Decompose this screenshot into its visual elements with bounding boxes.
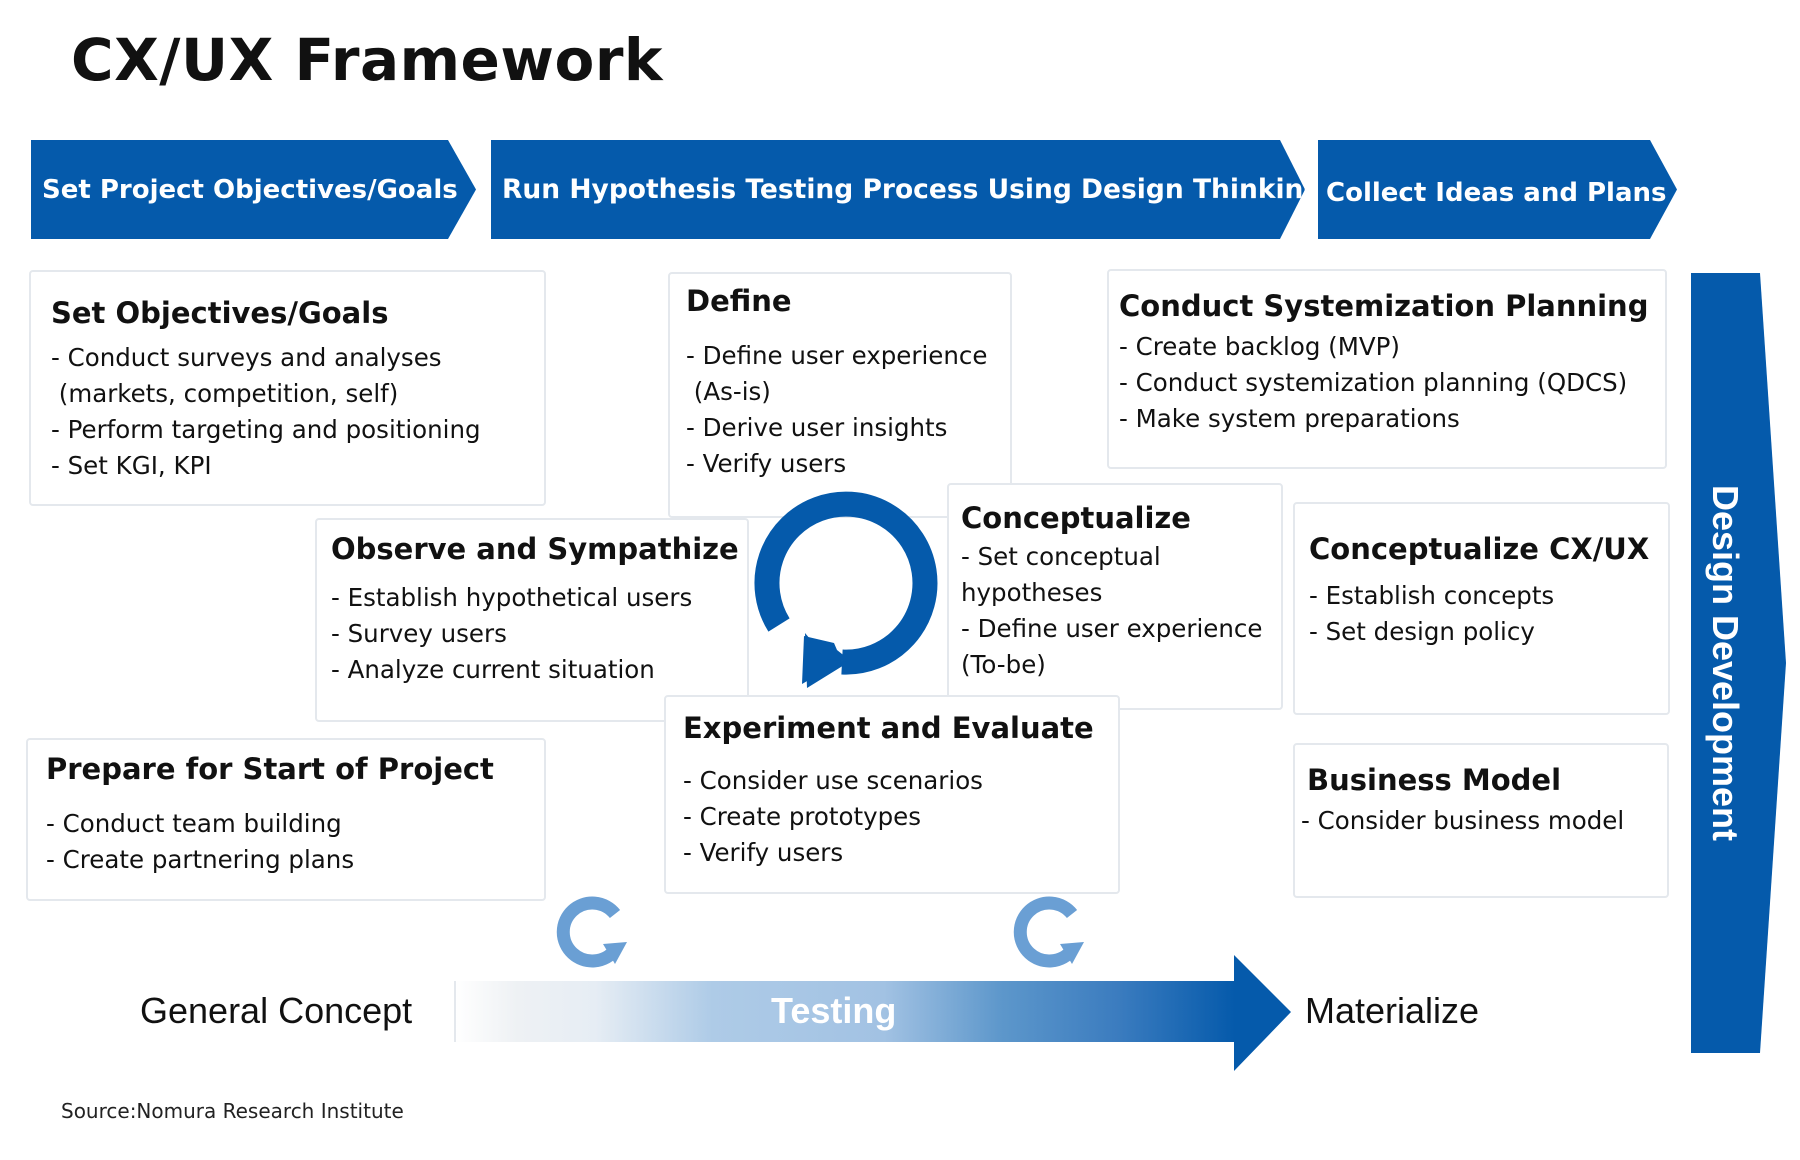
box-title: Define xyxy=(686,284,792,318)
source-note: Source:Nomura Research Institute xyxy=(61,1099,404,1123)
general-concept-label: General Concept xyxy=(140,990,413,1031)
list-item: (markets, competition, self) xyxy=(51,379,399,408)
box-title: Conceptualize xyxy=(961,501,1191,535)
box-title: Prepare for Start of Project xyxy=(46,752,494,786)
box-conceptualize-cxux: Conceptualize CX/UX - Establish concepts… xyxy=(1293,502,1670,715)
list-item: - Verify users xyxy=(686,449,847,478)
box-title: Conceptualize CX/UX xyxy=(1309,532,1650,566)
design-development-label: Design Development xyxy=(1705,484,1746,842)
list-item: - Conduct team building xyxy=(46,809,342,838)
phase-label: Run Hypothesis Testing Process Using Des… xyxy=(502,174,1323,205)
design-development-arrow xyxy=(1691,273,1786,1053)
list-item: hypotheses xyxy=(961,578,1103,607)
phase-chevron-collect: Collect Ideas and Plans xyxy=(1318,140,1677,239)
list-item: (To-be) xyxy=(961,650,1046,679)
materialize-label: Materialize xyxy=(1305,990,1480,1031)
list-item: - Consider use scenarios xyxy=(683,766,983,795)
refresh-icon xyxy=(556,896,627,968)
box-title: Experiment and Evaluate xyxy=(683,711,1094,745)
phase-chevron-objectives: Set Project Objectives/Goals xyxy=(31,140,476,239)
box-title: Conduct Systemization Planning xyxy=(1119,289,1649,323)
box-observe: Observe and Sympathize - Establish hypot… xyxy=(315,518,749,722)
list-item: - Conduct systemization planning (QDCS) xyxy=(1119,368,1628,397)
testing-arrow-body xyxy=(455,981,1235,1042)
list-item: - Create prototypes xyxy=(683,802,921,831)
refresh-icon xyxy=(1013,896,1084,968)
box-title: Set Objectives/Goals xyxy=(51,296,389,330)
list-item: - Establish concepts xyxy=(1309,581,1555,610)
box-set-objectives: Set Objectives/Goals - Conduct surveys a… xyxy=(29,270,546,506)
box-title: Observe and Sympathize xyxy=(331,532,739,566)
list-item: - Define user experience xyxy=(961,614,1263,643)
list-item: - Set design policy xyxy=(1309,617,1535,646)
list-item: - Establish hypothetical users xyxy=(331,583,693,612)
testing-label: Testing xyxy=(771,990,897,1031)
phase-chevron-hypothesis: Run Hypothesis Testing Process Using Des… xyxy=(491,140,1305,239)
list-item: - Perform targeting and positioning xyxy=(51,415,481,444)
box-business-model: Business Model - Consider business model xyxy=(1293,743,1669,898)
list-item: (As-is) xyxy=(686,377,771,406)
box-conceptualize: Conceptualize - Set conceptual hypothese… xyxy=(947,483,1283,710)
box-systemization: Conduct Systemization Planning - Create … xyxy=(1107,269,1667,469)
list-item: - Set conceptual xyxy=(961,542,1161,571)
list-item: - Make system preparations xyxy=(1119,404,1460,433)
testing-arrow-head xyxy=(1234,955,1291,1071)
list-item: - Conduct surveys and analyses xyxy=(51,343,442,372)
list-item: - Set KGI, KPI xyxy=(51,451,212,480)
list-item: - Analyze current situation xyxy=(331,655,655,684)
box-prepare-start: Prepare for Start of Project - Conduct t… xyxy=(26,738,546,901)
list-item: - Define user experience xyxy=(686,341,988,370)
list-item: - Create backlog (MVP) xyxy=(1119,332,1400,361)
box-experiment: Experiment and Evaluate - Consider use s… xyxy=(664,695,1120,894)
phase-label: Collect Ideas and Plans xyxy=(1326,177,1667,208)
phase-label: Set Project Objectives/Goals xyxy=(42,174,458,205)
page-title: CX/UX Framework xyxy=(71,26,664,94)
list-item: - Derive user insights xyxy=(686,413,948,442)
list-item: - Create partnering plans xyxy=(46,845,355,874)
list-item: - Survey users xyxy=(331,619,507,648)
list-item: - Consider business model xyxy=(1301,806,1625,835)
list-item: - Verify users xyxy=(683,838,844,867)
box-define: Define - Define user experience (As-is) … xyxy=(668,272,1012,518)
box-title: Business Model xyxy=(1307,763,1562,797)
